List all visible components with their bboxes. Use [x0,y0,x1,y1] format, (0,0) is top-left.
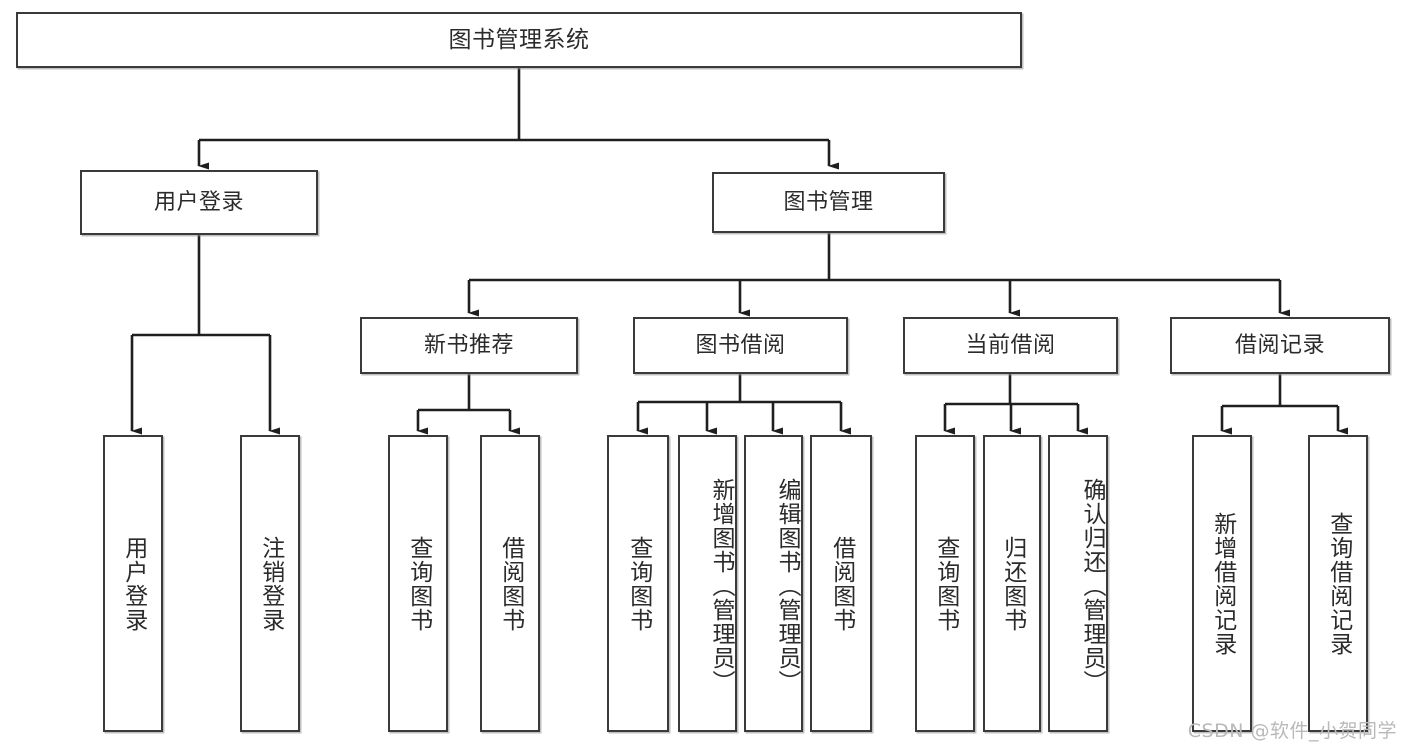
node-current-borrow[interactable]: 当前借阅 [903,317,1118,374]
leaf-edit-book[interactable]: 编辑图书（管理员） [744,435,803,732]
leaf-confirm-return[interactable]: 确认归还（管理员） [1048,435,1108,732]
watermark-text: CSDN @软件_小贺同学 [1187,720,1397,742]
node-new-book-recommend[interactable]: 新书推荐 [360,317,578,374]
leaf-query-borrow-record[interactable]: 查询借阅记录 [1308,435,1368,732]
leaf-add-book[interactable]: 新增图书（管理员） [678,435,737,732]
node-book-borrow[interactable]: 图书借阅 [633,317,848,374]
leaf-borrow-book[interactable]: 借阅图书 [810,435,872,732]
leaf-query-book-recommend[interactable]: 查询图书 [388,435,448,732]
node-root-system[interactable]: 图书管理系统 [16,12,1022,68]
leaf-query-book-borrow[interactable]: 查询图书 [607,435,669,732]
leaf-logout-login[interactable]: 注销登录 [240,435,300,732]
leaf-borrow-book-recommend[interactable]: 借阅图书 [480,435,540,732]
leaf-user-login[interactable]: 用户登录 [103,435,163,732]
node-user-login[interactable]: 用户登录 [80,170,318,235]
node-borrow-record[interactable]: 借阅记录 [1170,317,1390,374]
leaf-return-book[interactable]: 归还图书 [983,435,1041,732]
leaf-add-borrow-record[interactable]: 新增借阅记录 [1192,435,1252,732]
leaf-query-book-current[interactable]: 查询图书 [915,435,975,732]
node-book-manage[interactable]: 图书管理 [712,172,945,233]
